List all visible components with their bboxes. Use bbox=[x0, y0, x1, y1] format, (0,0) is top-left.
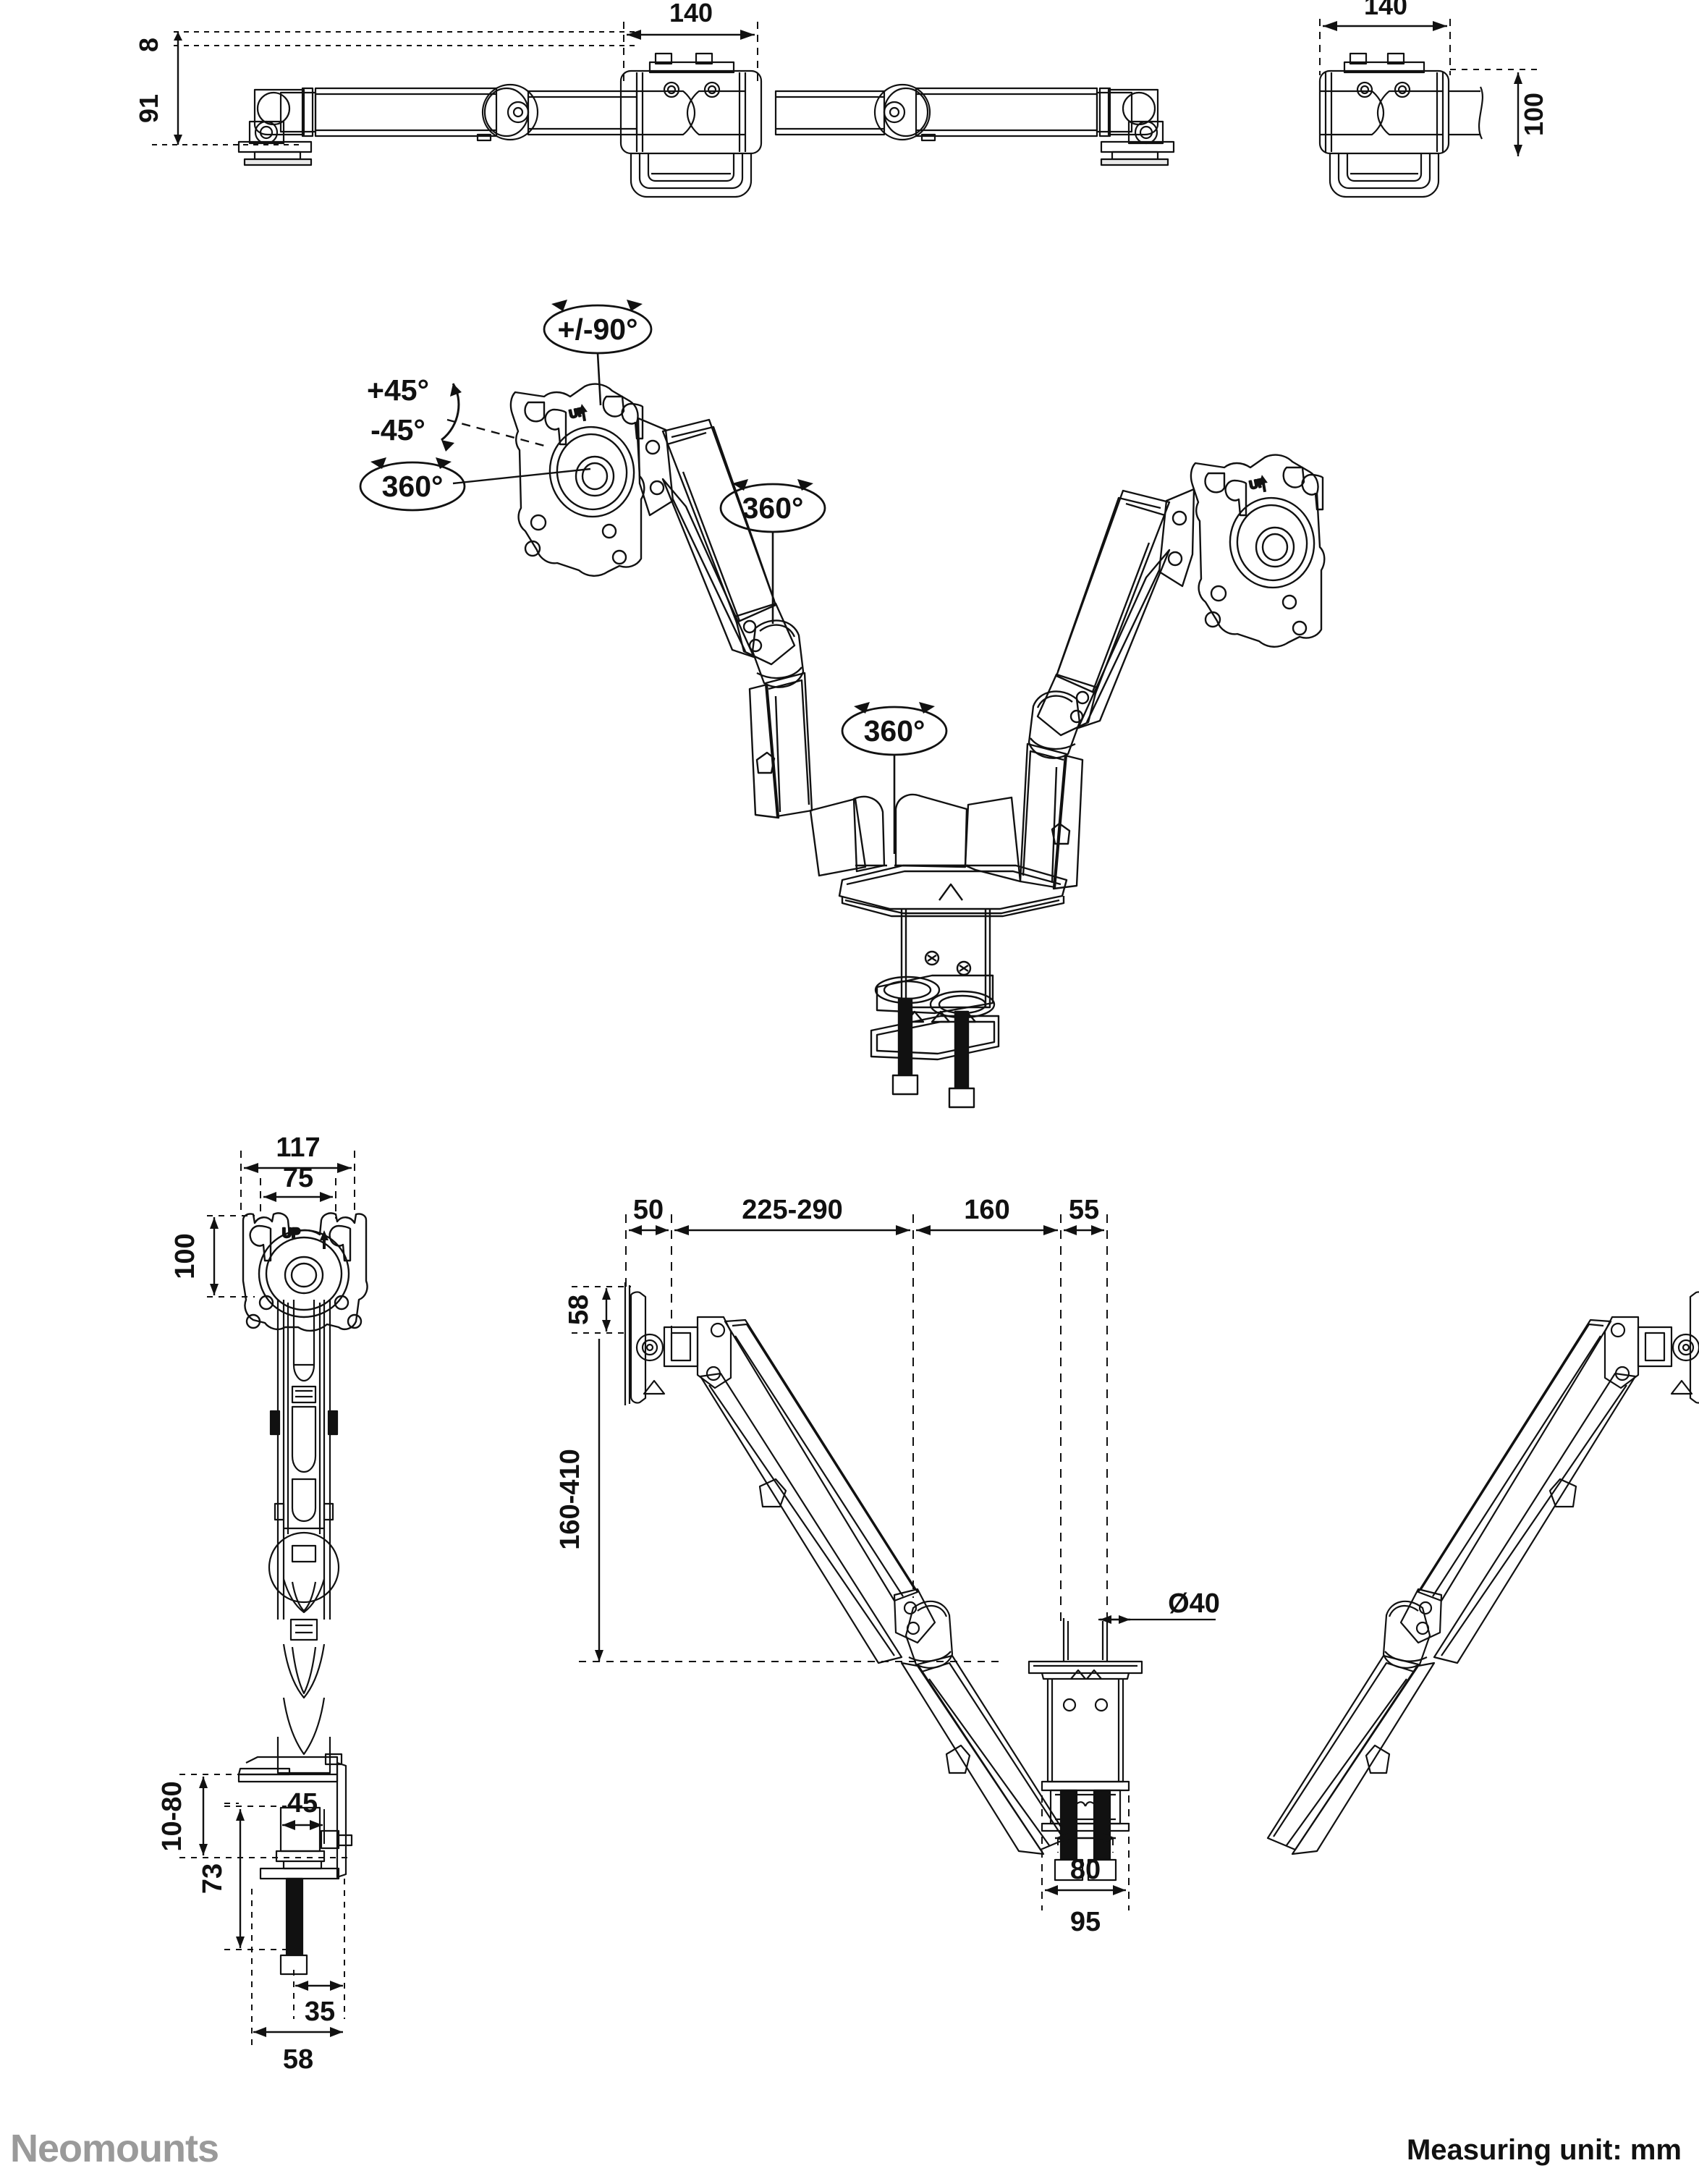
dimension-140-right-label: 140 bbox=[1364, 0, 1407, 20]
annotation-rotate-45: +45° -45° bbox=[367, 373, 551, 452]
annotation-360-base-label: 360° bbox=[864, 714, 925, 748]
dimension-225-290-label: 225-290 bbox=[742, 1195, 842, 1225]
annotation-360-base: 360° bbox=[841, 702, 948, 854]
dimension-117: 117 bbox=[240, 1133, 355, 1216]
annotation-tilt-90: +/-90° bbox=[543, 300, 653, 406]
front-view-projection-lines bbox=[625, 1214, 1108, 1621]
dimension-91-label: 91 bbox=[134, 94, 164, 123]
dimension-diameter-40-label: Ø40 bbox=[1168, 1588, 1220, 1619]
up-label-side: UP bbox=[282, 1226, 300, 1240]
side-view-column bbox=[268, 1300, 340, 1774]
dimension-100-side-label: 100 bbox=[170, 1233, 200, 1279]
dimension-95: 95 bbox=[1045, 1885, 1126, 1937]
column-and-clamp bbox=[809, 793, 1068, 1109]
dimension-8: 8 bbox=[134, 31, 637, 52]
dimension-80-label: 80 bbox=[1070, 1855, 1101, 1885]
dimension-140-left-label: 140 bbox=[669, 0, 713, 27]
dimension-75-label: 75 bbox=[283, 1163, 313, 1193]
dimension-73-label: 73 bbox=[198, 1863, 228, 1894]
front-view-right-arm bbox=[1266, 1291, 1699, 1855]
right-vesa-plate: UP bbox=[1190, 454, 1326, 648]
annotation-rotate-plus-45-label: +45° bbox=[367, 373, 429, 407]
dimension-100-side: 100 bbox=[170, 1215, 255, 1298]
annotation-360-head-label: 360° bbox=[382, 470, 444, 503]
top-view-right-arm bbox=[774, 83, 1175, 166]
dimension-80: 80 bbox=[1055, 1833, 1116, 1885]
dimension-55: 55 bbox=[1064, 1195, 1104, 1235]
dimension-35: 35 bbox=[293, 1879, 345, 2027]
front-view-bottom-projection-lines bbox=[1041, 1782, 1130, 1910]
dimension-10-80: 10-80 bbox=[157, 1774, 347, 1858]
annotation-rotate-minus-45-label: -45° bbox=[370, 413, 425, 446]
dimension-50-label: 50 bbox=[633, 1195, 664, 1225]
dimension-8-label: 8 bbox=[134, 38, 164, 52]
side-view: 117 75 100 bbox=[157, 1133, 368, 2075]
dimension-50: 50 bbox=[629, 1195, 669, 1235]
top-view-clamp-block bbox=[619, 52, 763, 198]
dimension-117-label: 117 bbox=[276, 1133, 320, 1163]
dimension-140-right: 140 bbox=[1319, 0, 1451, 75]
dimension-58-side-label: 58 bbox=[283, 2044, 313, 2075]
dimension-58-front-label: 58 bbox=[564, 1295, 594, 1325]
dimension-225-290: 225-290 bbox=[674, 1195, 910, 1235]
annotation-360-arm-label: 360° bbox=[742, 491, 804, 525]
front-view-left-arm bbox=[624, 1282, 1069, 1855]
dimension-160: 160 bbox=[916, 1195, 1058, 1235]
front-view: 50 225-290 160 55 bbox=[555, 1195, 1699, 1937]
dimension-35-label: 35 bbox=[305, 1997, 335, 2027]
dimension-10-80-label: 10-80 bbox=[157, 1781, 187, 1851]
dimension-45: 45 bbox=[280, 1788, 325, 1844]
top-right-detail-view: 140 100 bbox=[1318, 0, 1548, 198]
dimension-55-label: 55 bbox=[1069, 1195, 1099, 1225]
dimension-58-front: 58 bbox=[564, 1286, 631, 1334]
dimension-140-left: 140 bbox=[623, 0, 758, 85]
dimension-diameter-40: Ø40 bbox=[1098, 1588, 1220, 1624]
dimension-160-410-label: 160-410 bbox=[555, 1449, 585, 1549]
dimension-95-label: 95 bbox=[1070, 1907, 1101, 1937]
side-view-vesa-plate: UP bbox=[242, 1212, 368, 1332]
dimension-75: 75 bbox=[260, 1163, 336, 1219]
top-view: 140 8 91 bbox=[134, 0, 1175, 198]
dimension-73: 73 bbox=[198, 1803, 287, 1950]
dimension-45-label: 45 bbox=[287, 1788, 318, 1819]
dimension-100-right: 100 bbox=[1450, 69, 1548, 156]
left-arm-assembly bbox=[637, 417, 813, 819]
top-view-left-arm bbox=[237, 83, 638, 166]
left-vesa-plate: UP bbox=[509, 383, 645, 577]
annotation-360-head: 360° bbox=[359, 457, 591, 512]
dimension-160-label: 160 bbox=[964, 1195, 1009, 1225]
annotation-tilt-90-label: +/-90° bbox=[558, 313, 638, 346]
right-arm-assembly bbox=[1019, 488, 1195, 890]
dimension-58-side: 58 bbox=[251, 1889, 343, 2075]
dimension-91: 91 bbox=[134, 46, 304, 145]
annotation-360-arm: 360° bbox=[719, 479, 826, 624]
top-right-clamp-block bbox=[1318, 52, 1483, 198]
dimension-100-right-label: 100 bbox=[1519, 93, 1548, 136]
perspective-view: UP bbox=[359, 300, 1326, 1109]
